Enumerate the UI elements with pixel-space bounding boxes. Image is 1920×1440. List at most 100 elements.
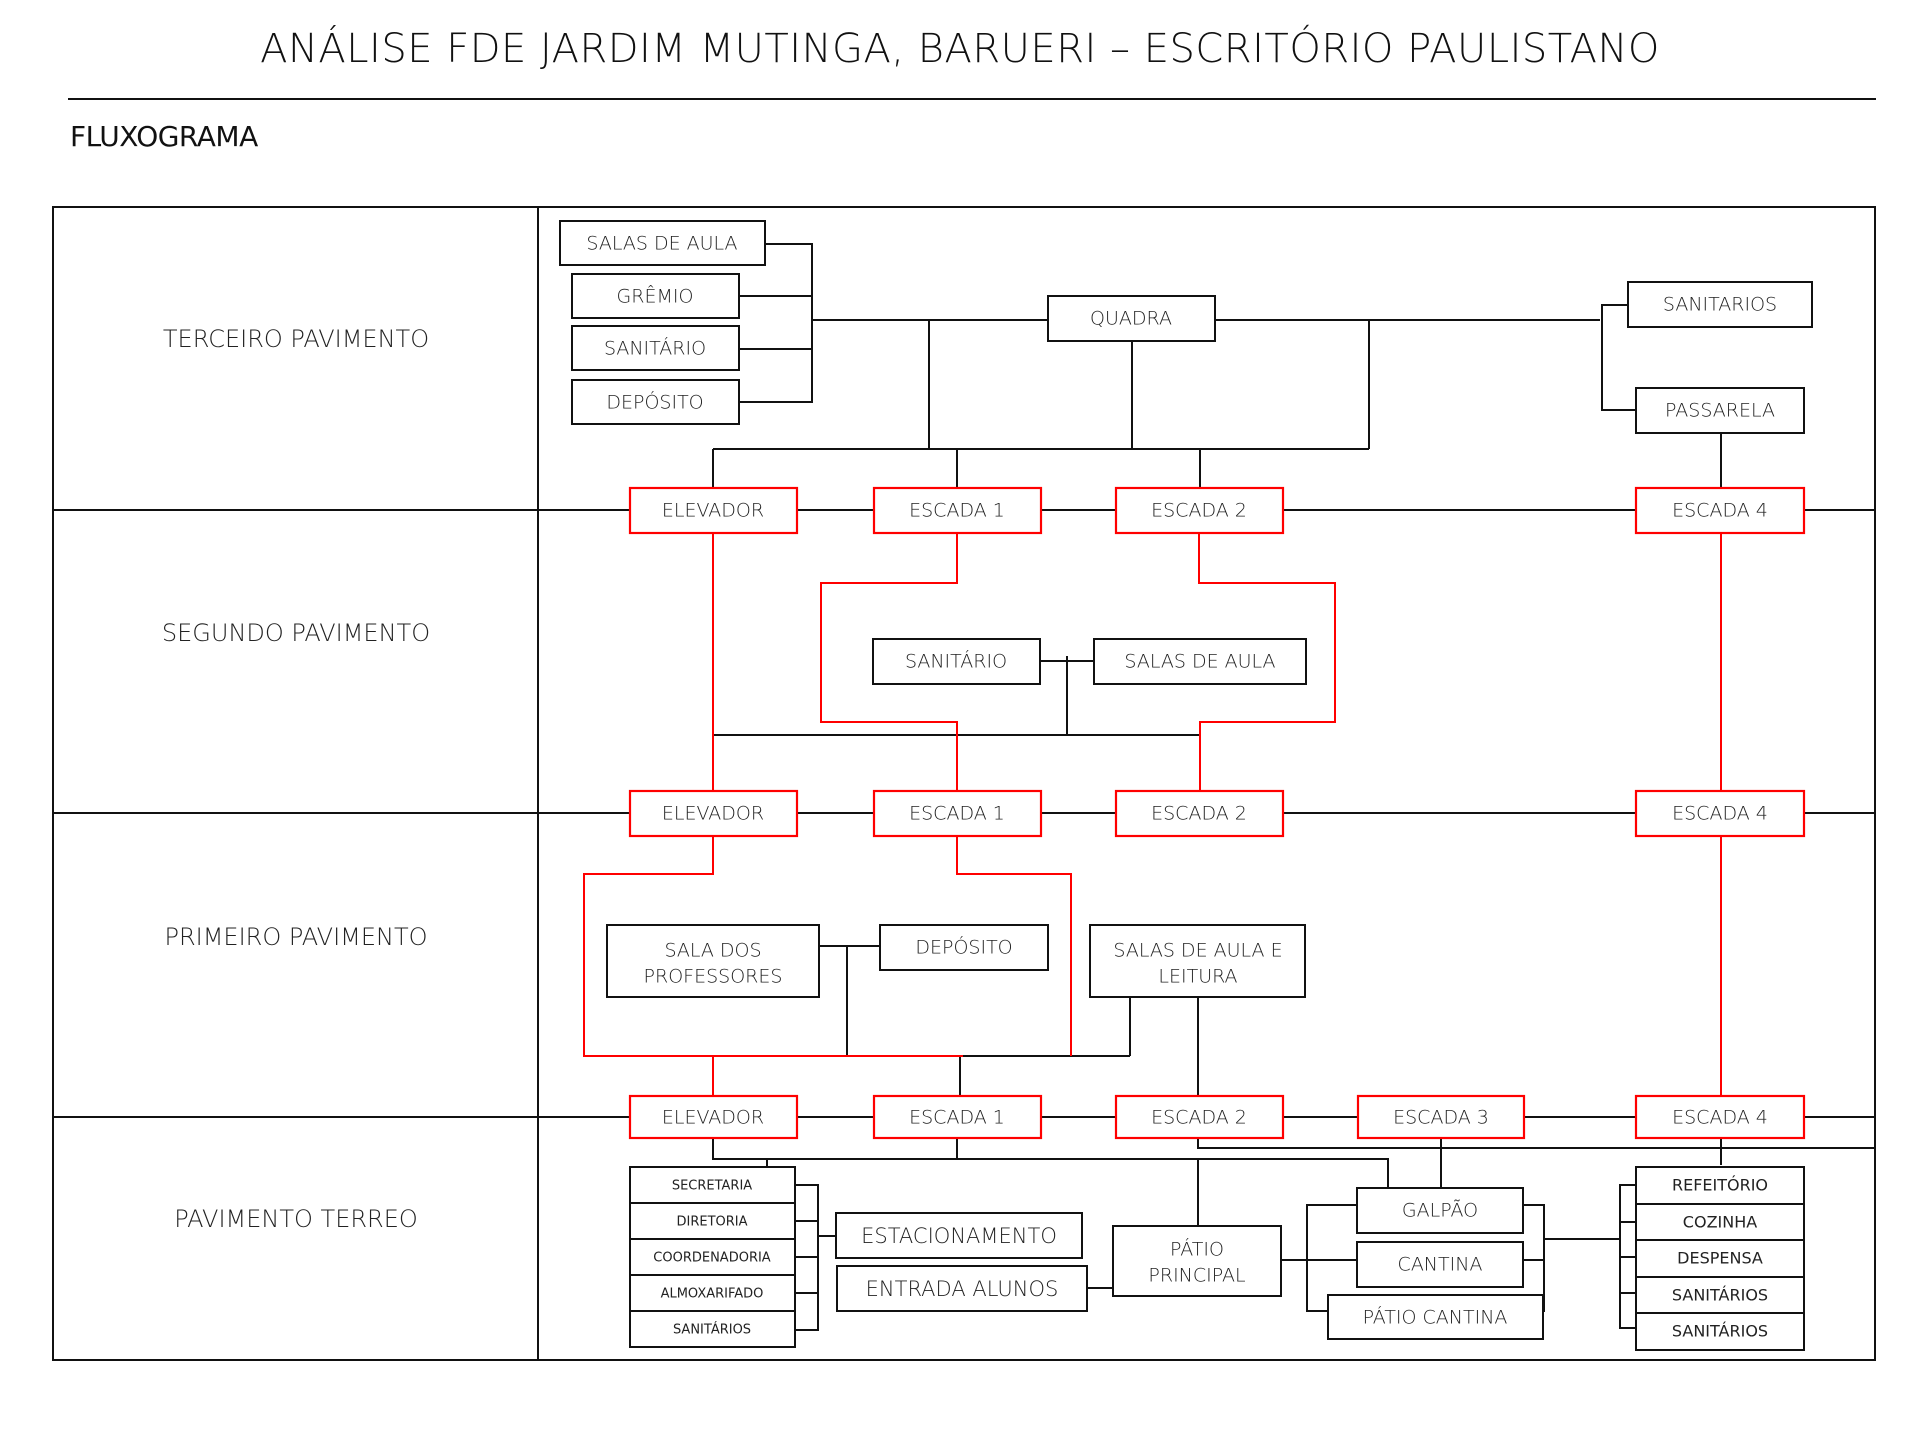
circulation-box bbox=[872, 486, 1043, 535]
circulation-box bbox=[1114, 486, 1285, 535]
floor-label-terceiro: TERCEIRO PAVIMENTO bbox=[163, 325, 429, 353]
room-passarela: PASSARELA bbox=[1665, 400, 1775, 422]
room-sala-professores-line2: PROFESSORES bbox=[644, 966, 783, 988]
room-box bbox=[629, 1238, 796, 1276]
room-galpao: GALPÃO bbox=[1402, 1199, 1478, 1222]
circulation-elevador: ELEVADOR bbox=[662, 1107, 764, 1129]
room-sanitarios-2: SANITÁRIOS bbox=[1672, 1322, 1768, 1341]
circulation-escada-2: ESCADA 2 bbox=[1151, 1107, 1247, 1129]
room-sanitarios-1: SANITÁRIOS bbox=[1672, 1286, 1768, 1305]
circulation-escada-1: ESCADA 1 bbox=[909, 803, 1005, 825]
second-floor-rooms: SANITÁRIO SALAS DE AULA bbox=[872, 638, 1307, 685]
room-box bbox=[1635, 1276, 1805, 1314]
room-refeitorio: REFEITÓRIO bbox=[1672, 1176, 1768, 1195]
room-box bbox=[836, 1265, 1088, 1312]
circulation-box bbox=[1356, 1094, 1526, 1140]
connectors bbox=[538, 243, 1875, 1331]
vertical-circulation-paths bbox=[583, 533, 1722, 1096]
circulation-box bbox=[1634, 789, 1806, 838]
circulation-escada-4: ESCADA 4 bbox=[1672, 1107, 1768, 1129]
circulation-escada-3: ESCADA 3 bbox=[1393, 1107, 1489, 1129]
room-sala-professores-line1: SALA DOS bbox=[664, 940, 761, 962]
room-salas-leitura-line2: LEITURA bbox=[1158, 966, 1237, 988]
room-box bbox=[1356, 1241, 1524, 1288]
room-cozinha: COZINHA bbox=[1683, 1213, 1757, 1232]
room-salas-de-aula: SALAS DE AULA bbox=[586, 233, 737, 255]
room-almoxarifado: ALMOXARIFADO bbox=[661, 1287, 764, 1302]
room-box bbox=[1635, 1312, 1805, 1351]
room-deposito-1: DEPÓSITO bbox=[915, 935, 1012, 959]
third-floor-rooms: SALAS DE AULA GRÊMIO SANITÁRIO DEPÓSITO … bbox=[559, 220, 1813, 434]
room-secretaria: SECRETARIA bbox=[672, 1179, 752, 1194]
room-box bbox=[1112, 1225, 1282, 1297]
circulation-escada-2: ESCADA 2 bbox=[1151, 500, 1247, 522]
circulation-box bbox=[872, 789, 1043, 838]
circulation-escada-2: ESCADA 2 bbox=[1151, 803, 1247, 825]
room-sanitarios-admin: SANITÁRIOS bbox=[673, 1322, 751, 1338]
document-title: ANÁLISE FDE JARDIM MUTINGA, BARUERI – ES… bbox=[260, 26, 1660, 72]
circulation-box bbox=[1114, 789, 1285, 838]
room-salas-de-aula-2: SALAS DE AULA bbox=[1124, 651, 1275, 673]
room-quadra: QUADRA bbox=[1090, 308, 1172, 330]
circulation-box bbox=[628, 1094, 799, 1140]
room-box bbox=[629, 1274, 796, 1312]
circulation-box bbox=[1634, 1094, 1806, 1140]
circulation-escada-1: ESCADA 1 bbox=[909, 500, 1005, 522]
room-estacionamento: ESTACIONAMENTO bbox=[861, 1224, 1057, 1248]
room-gremio: GRÊMIO bbox=[617, 285, 694, 308]
room-box bbox=[559, 220, 766, 266]
circulation-box bbox=[1114, 1094, 1285, 1140]
outer-frame bbox=[52, 206, 1876, 1361]
room-box bbox=[1093, 638, 1307, 685]
room-patio-cantina: PÁTIO CANTINA bbox=[1363, 1306, 1508, 1329]
room-patio-principal-line1: PÁTIO bbox=[1170, 1238, 1224, 1261]
room-box bbox=[1327, 1294, 1544, 1340]
room-sanitarios: SANITARIOS bbox=[1663, 294, 1777, 316]
room-box bbox=[606, 924, 820, 998]
circulation-box bbox=[1634, 486, 1806, 535]
room-sanitario-2: SANITÁRIO bbox=[905, 650, 1007, 673]
room-box bbox=[629, 1166, 796, 1204]
circulation-escada-4: ESCADA 4 bbox=[1672, 803, 1768, 825]
first-floor-rooms: SALA DOS PROFESSORES DEPÓSITO SALAS DE A… bbox=[606, 924, 1306, 998]
circulation-escada-1: ESCADA 1 bbox=[909, 1107, 1005, 1129]
room-box bbox=[571, 325, 740, 371]
ground-floor-service: REFEITÓRIO COZINHA DESPENSA SANITÁRIOS S… bbox=[1635, 1166, 1805, 1351]
floor-label-segundo: SEGUNDO PAVIMENTO bbox=[162, 619, 430, 647]
floor-label-terreo: PAVIMENTO TERREO bbox=[174, 1205, 418, 1233]
ground-floor-admin: SECRETARIA DIRETORIA COORDENADORIA ALMOX… bbox=[629, 1166, 796, 1348]
room-box bbox=[629, 1310, 796, 1348]
room-salas-leitura-line1: SALAS DE AULA E bbox=[1113, 940, 1282, 962]
room-box bbox=[1627, 281, 1813, 328]
room-box bbox=[1635, 387, 1805, 434]
room-box bbox=[629, 1202, 796, 1240]
circulation-row-1-0: ELEVADOR ESCADA 1 ESCADA 2 ESCADA 3 ESCA… bbox=[628, 1094, 1806, 1140]
circulation-escada-4: ESCADA 4 bbox=[1672, 500, 1768, 522]
room-box bbox=[571, 379, 740, 425]
room-box bbox=[1356, 1187, 1524, 1234]
circulation-row-3-2: ELEVADOR ESCADA 1 ESCADA 2 ESCADA 4 bbox=[628, 486, 1806, 535]
room-cantina: CANTINA bbox=[1398, 1254, 1483, 1276]
ground-floor-leisure: GALPÃO CANTINA PÁTIO CANTINA bbox=[1327, 1187, 1544, 1340]
room-entrada-alunos: ENTRADA ALUNOS bbox=[866, 1277, 1059, 1301]
room-diretoria: DIRETORIA bbox=[676, 1215, 747, 1230]
room-box bbox=[872, 638, 1041, 685]
room-deposito: DEPÓSITO bbox=[606, 390, 703, 414]
section-title: FLUXOGRAMA bbox=[70, 120, 258, 153]
room-box bbox=[879, 924, 1049, 971]
circulation-elevador: ELEVADOR bbox=[662, 803, 764, 825]
room-box bbox=[1047, 295, 1216, 342]
room-sanitario: SANITÁRIO bbox=[604, 337, 706, 360]
room-box bbox=[1089, 924, 1306, 998]
room-despensa: DESPENSA bbox=[1677, 1249, 1763, 1268]
circulation-elevador: ELEVADOR bbox=[662, 500, 764, 522]
circulation-box bbox=[872, 1094, 1043, 1140]
circulation-row-2-1: ELEVADOR ESCADA 1 ESCADA 2 ESCADA 4 bbox=[628, 789, 1806, 838]
room-box bbox=[1635, 1166, 1805, 1205]
circulation-box bbox=[628, 789, 799, 838]
circulation-box bbox=[628, 486, 799, 535]
room-coordenadoria: COORDENADORIA bbox=[653, 1251, 771, 1266]
floor-label-primeiro: PRIMEIRO PAVIMENTO bbox=[164, 923, 427, 951]
title-divider bbox=[68, 98, 1876, 100]
